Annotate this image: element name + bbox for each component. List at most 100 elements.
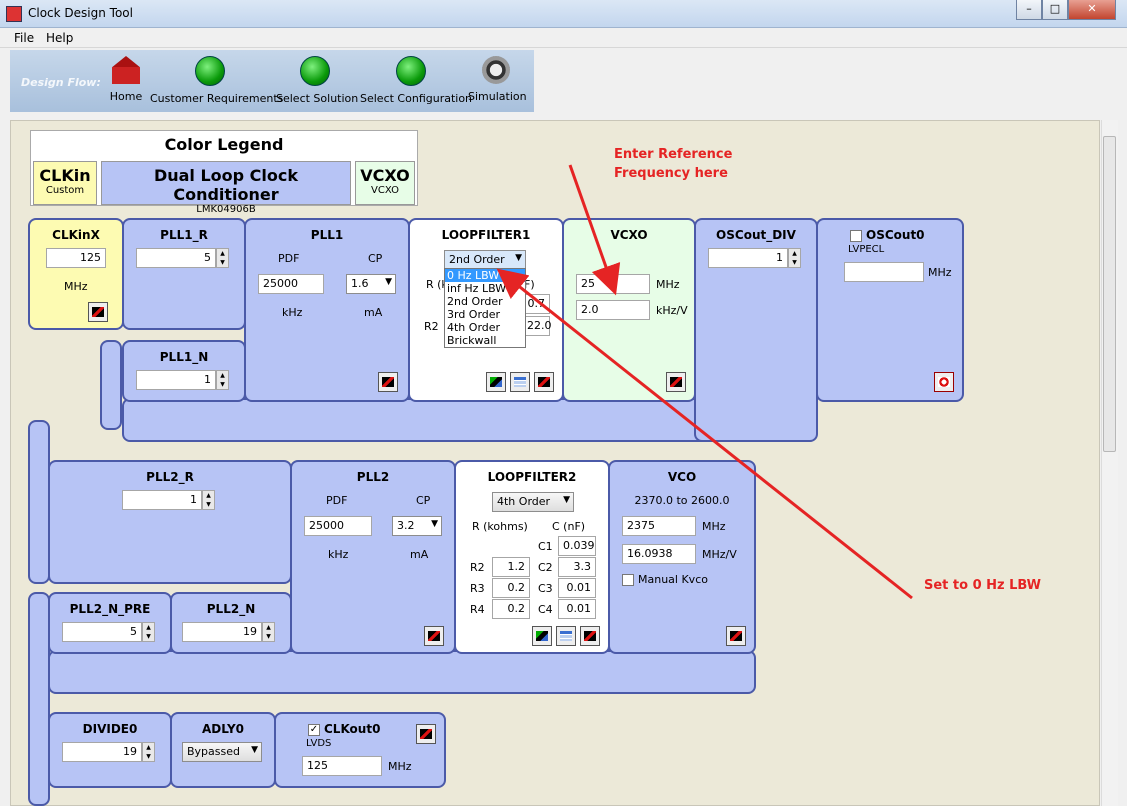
loopfilter2-c2-input[interactable]: 3.3 [558, 557, 596, 577]
pll1-n-input[interactable]: 1 [136, 370, 216, 390]
design-flow-label: Design Flow: [21, 76, 101, 89]
pll1-r-spinner[interactable]: ▲▼ [216, 248, 229, 268]
green-status-icon [195, 56, 225, 86]
option-4th-order[interactable]: 4th Order [447, 321, 501, 334]
clkinx-input[interactable]: 125 [46, 248, 106, 268]
close-button[interactable]: ✕ [1068, 0, 1116, 20]
manual-kvco-checkbox[interactable] [622, 574, 634, 586]
loopfilter2-order-select[interactable]: 4th Order▼ [492, 492, 574, 512]
green-status-icon [396, 56, 426, 86]
pll1-r-input[interactable]: 5 [136, 248, 216, 268]
annotation-enter-reference: Enter Reference Frequency here [614, 147, 733, 181]
loopfilter2-r3-input[interactable]: 0.2 [492, 578, 530, 598]
menu-help[interactable]: Help [46, 31, 74, 45]
clkinx-block: CLKinX 125 MHz [28, 218, 124, 330]
legend-vcxo: VCXO VCXO [355, 161, 415, 205]
pll1-n-block: PLL1_N 1 ▲▼ [122, 340, 246, 402]
legend-device: Dual Loop Clock Conditioner LMK04906B [101, 161, 351, 215]
plot-icon[interactable] [424, 626, 444, 646]
legend-clkin: CLKin Custom [33, 161, 97, 205]
disabled-icon[interactable] [934, 372, 954, 392]
flow-customer-requirements[interactable]: Customer Requirements [150, 56, 283, 105]
pll2-r-spinner[interactable]: ▲▼ [202, 490, 215, 510]
option-inf-hz-lbw[interactable]: inf Hz LBW [447, 282, 507, 295]
plot-icon[interactable] [726, 626, 746, 646]
adly0-select[interactable]: Bypassed▼ [182, 742, 262, 762]
divide0-input[interactable]: 19 [62, 742, 142, 762]
color-legend: Color Legend CLKin Custom Dual Loop Cloc… [30, 130, 418, 215]
flow-select-configuration[interactable]: Select Configuration [360, 56, 472, 105]
loopfilter2-c3-input[interactable]: 0.01 [558, 578, 596, 598]
menu-bar: File Help [0, 28, 1127, 48]
divide0-spinner[interactable]: ▲▼ [142, 742, 155, 762]
loopfilter1-order-dropdown: 0 Hz LBW inf Hz LBW 2nd Order 3rd Order … [444, 268, 526, 348]
option-3rd-order[interactable]: 3rd Order [447, 308, 501, 321]
pll1-block: PLL1 PDF CP 25000 1.6▼ kHz mA [244, 218, 410, 402]
chevron-down-icon: ▼ [515, 253, 522, 263]
pll2-pdf-input[interactable]: 25000 [304, 516, 372, 536]
pll1-cp-select[interactable]: 1.6▼ [346, 274, 396, 294]
flow-simulation[interactable]: Simulation [468, 56, 527, 103]
bus-connector [28, 592, 50, 806]
loopfilter2-r4-input[interactable]: 0.2 [492, 599, 530, 619]
loopfilter2-r2-input[interactable]: 1.2 [492, 557, 530, 577]
flow-home[interactable]: Home [106, 56, 146, 103]
vco-frequency-input[interactable]: 2375 [622, 516, 696, 536]
arrow-to-vcxo [568, 164, 621, 296]
pll1-n-spinner[interactable]: ▲▼ [216, 370, 229, 390]
pll2-n-block: PLL2_N 19 ▲▼ [170, 592, 292, 654]
pll1-pdf-input[interactable]: 25000 [258, 274, 324, 294]
table-icon[interactable] [510, 372, 530, 392]
bus-connector [100, 340, 122, 430]
loopfilter2-c4-input[interactable]: 0.01 [558, 599, 596, 619]
chevron-down-icon: ▼ [431, 519, 438, 529]
loopfilter1-c1-input[interactable]: 0.7 [522, 294, 550, 314]
chevron-down-icon: ▼ [385, 277, 392, 287]
menu-file[interactable]: File [14, 31, 35, 45]
plot-icon[interactable] [666, 372, 686, 392]
plot-icon[interactable] [378, 372, 398, 392]
vco-kv-input[interactable]: 16.0938 [622, 544, 696, 564]
pll1-r-block: PLL1_R 5 ▲▼ [122, 218, 246, 330]
oscout-div-block: OSCout_DIV 1 ▲▼ [694, 218, 818, 442]
plot-icon[interactable] [88, 302, 108, 322]
pll2-n-pre-spinner[interactable]: ▲▼ [142, 622, 155, 642]
clkout0-frequency-input[interactable]: 125 [302, 756, 382, 776]
pll2-r-block: PLL2_R 1 ▲▼ [48, 460, 292, 584]
plot-icon[interactable] [416, 724, 436, 744]
bus-connector [48, 650, 756, 694]
option-2nd-order[interactable]: 2nd Order [447, 295, 503, 308]
design-flow-bar: Design Flow: Home Customer Requirements … [10, 50, 534, 112]
clkout0-block: ✓ CLKout0 LVDS 125 MHz [274, 712, 446, 788]
pll2-n-input[interactable]: 19 [182, 622, 262, 642]
oscout0-frequency-input[interactable] [844, 262, 924, 282]
vcxo-kv-input[interactable]: 2.0 [576, 300, 650, 320]
plot-icon[interactable] [534, 372, 554, 392]
loopfilter2-c1-input[interactable]: 0.039 [558, 536, 596, 556]
bode-plot-icon[interactable] [486, 372, 506, 392]
table-icon[interactable] [556, 626, 576, 646]
maximize-button[interactable]: □ [1042, 0, 1068, 20]
pll2-n-spinner[interactable]: ▲▼ [262, 622, 275, 642]
flow-select-solution[interactable]: Select Solution [276, 56, 358, 105]
simulation-status-icon [482, 56, 510, 84]
pll2-r-input[interactable]: 1 [122, 490, 202, 510]
chevron-down-icon: ▼ [563, 495, 570, 505]
pll2-n-pre-input[interactable]: 5 [62, 622, 142, 642]
scrollbar-thumb[interactable] [1103, 136, 1116, 452]
bode-plot-icon[interactable] [532, 626, 552, 646]
clkout0-checkbox[interactable]: ✓ [308, 724, 320, 736]
oscout0-checkbox[interactable] [850, 230, 862, 242]
minimize-button[interactable]: – [1016, 0, 1042, 20]
app-icon [6, 6, 22, 22]
pll2-block: PLL2 PDF CP 25000 3.2▼ kHz mA [290, 460, 456, 654]
arrow-to-0hz-lbw [496, 268, 913, 600]
plot-icon[interactable] [580, 626, 600, 646]
pll2-cp-select[interactable]: 3.2▼ [392, 516, 442, 536]
oscout-div-spinner[interactable]: ▲▼ [788, 248, 801, 268]
vco-block: VCO 2370.0 to 2600.0 2375 MHz 16.0938 MH… [608, 460, 756, 654]
green-status-icon [300, 56, 330, 86]
oscout-div-input[interactable]: 1 [708, 248, 788, 268]
option-brickwall[interactable]: Brickwall [447, 334, 497, 347]
